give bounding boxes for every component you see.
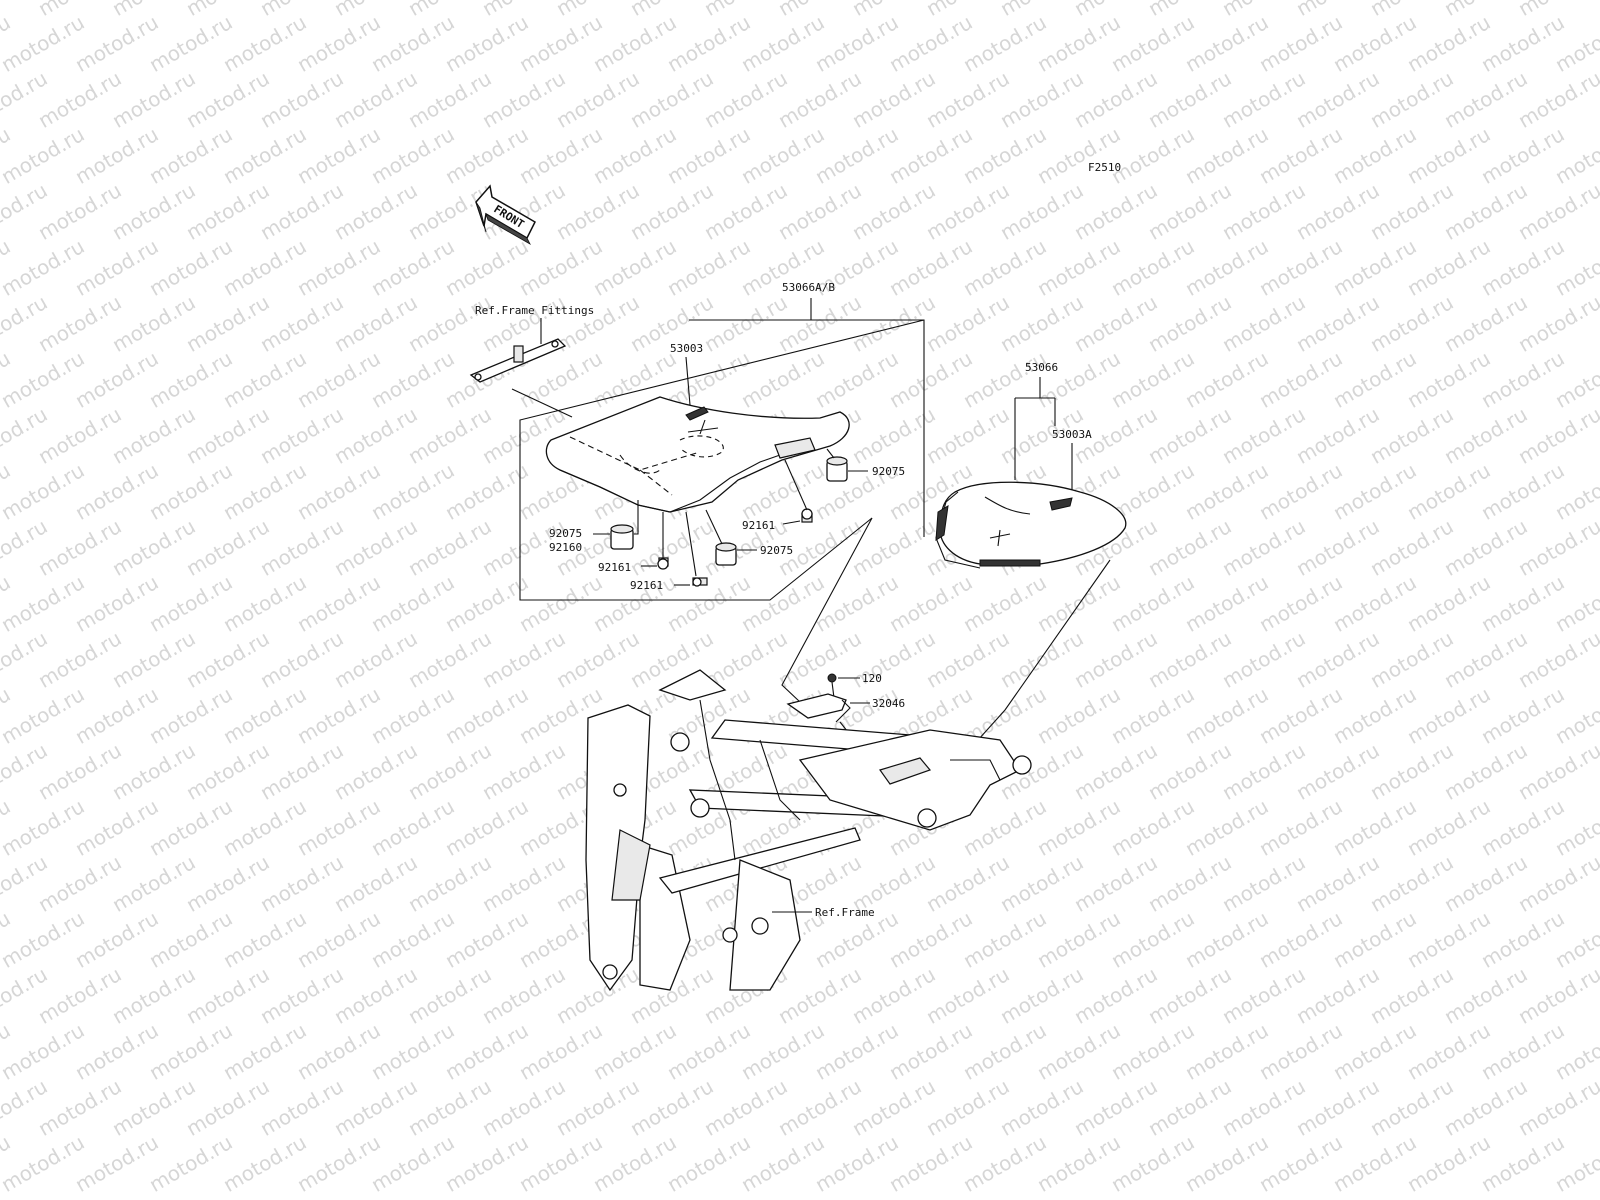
frame	[585, 669, 1032, 992]
screw-120	[827, 673, 837, 699]
label-screw: 120	[862, 672, 882, 685]
label-bolt-a: 92161	[742, 519, 775, 532]
label-bracket: 32046	[872, 697, 905, 710]
bolt-left-lower	[692, 577, 708, 587]
diagram-id: F2510	[1088, 161, 1121, 174]
label-seat-assy: 53066A/B	[782, 281, 835, 294]
label-damper-c: 92075	[760, 544, 793, 557]
label-bolt-c: 92161	[630, 579, 663, 592]
label-damper-b: 92075	[549, 527, 582, 540]
label-bolt-b: 92161	[598, 561, 631, 574]
damper-center	[715, 542, 737, 566]
front-arrow-icon: FRONT	[475, 184, 536, 246]
damper-left	[610, 524, 634, 550]
label-rear-seat-cover: 53003A	[1052, 428, 1092, 441]
label-collar: 92160	[549, 541, 582, 554]
label-rear-seat: 53066	[1025, 361, 1058, 374]
frame-fitting-plate	[469, 338, 567, 383]
front-seat	[545, 396, 850, 513]
label-ref-frame: Ref.Frame	[815, 906, 875, 919]
label-seat-cover: 53003	[670, 342, 703, 355]
rear-seat	[935, 481, 1127, 569]
bracket-32046	[786, 693, 851, 723]
label-ref-frame-fittings: Ref.Frame Fittings	[475, 304, 594, 317]
label-damper-a: 92075	[872, 465, 905, 478]
bolt-center	[801, 508, 813, 523]
damper-right	[826, 456, 848, 482]
bolt-left	[657, 557, 669, 570]
